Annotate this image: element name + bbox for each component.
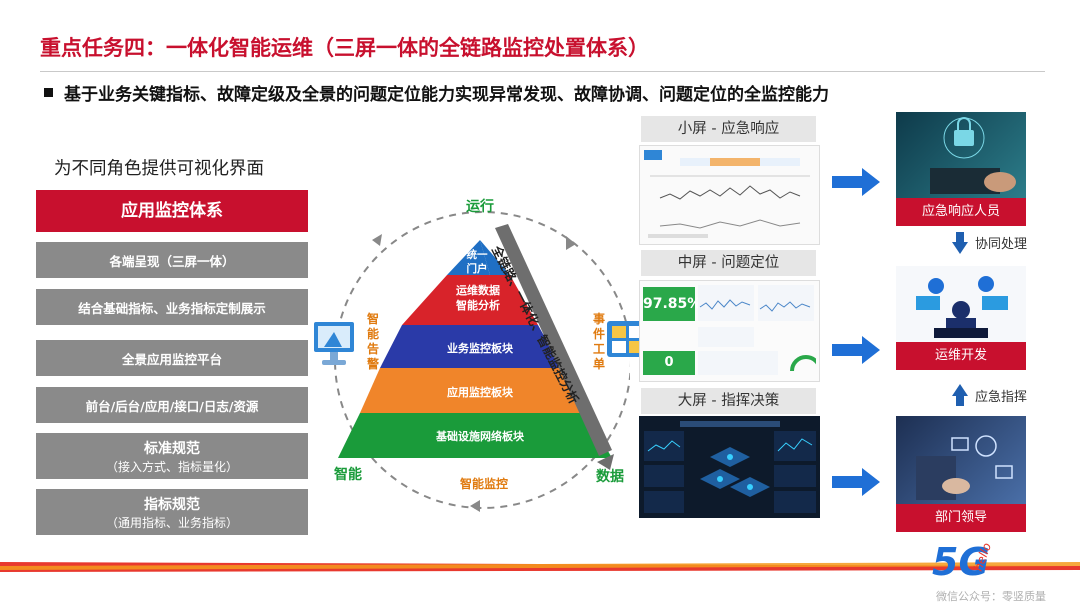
left-item-4: 前台/后台/应用/接口/日志/资源 (36, 387, 308, 423)
pyramid-level-2-line1: 运维数据 (456, 284, 500, 297)
error-count-metric: 0 (643, 351, 695, 375)
cycle-arrow-icon (372, 234, 382, 246)
pyramid-level-4 (360, 368, 586, 413)
subtitle-bullet: 基于业务关键指标、故障定级及全景的问题定位能力实现异常发现、故障协调、问题定位的… (44, 80, 829, 105)
left-item-1: 各端呈现（三屏一体） (36, 242, 308, 278)
left-item-2: 结合基础指标、业务指标定制展示 (36, 289, 308, 325)
pyramid-level-1-label: 统一 门户 (460, 248, 494, 276)
flow-down-label: 协同处理 (975, 237, 1028, 252)
pyramid-level-1-line1: 统一 (466, 249, 488, 261)
left-item-6: 指标规范 （通用指标、业务指标） (36, 489, 308, 535)
middle-screen-charts (698, 285, 816, 375)
bullet-square-icon (44, 88, 53, 97)
label-smart-alarm: 智能告警 (367, 312, 380, 371)
left-caption: 为不同角色提供可视化界面 (54, 159, 264, 179)
pyramid-level-2-right (490, 275, 538, 325)
left-item-3-label: 全景应用监控平台 (121, 351, 222, 367)
bottom-decor-band (0, 562, 1080, 572)
pyramid-level-1 (447, 240, 490, 275)
cycle-arrow-icon (470, 500, 480, 512)
responder-photo (896, 112, 1026, 198)
role-responder: 应急响应人员 (896, 198, 1026, 226)
arrow-right-icon (832, 336, 880, 364)
pyramid-level-1-right (480, 240, 510, 275)
left-item-5-title: 标准规范 (144, 440, 200, 457)
role-leader: 部门领导 (896, 504, 1026, 532)
label-bottom-right: 数据 (596, 469, 624, 485)
pyramid-level-3 (380, 325, 562, 368)
big-screen-title: 大屏 - 指挥决策 (641, 388, 816, 414)
diagonal-band (495, 224, 612, 456)
role-devops: 运维开发 (896, 342, 1026, 370)
arrow-right-icon (832, 168, 880, 196)
pyramid-level-5-label: 基础设施网络板块 (436, 430, 524, 443)
big-screen-panel (639, 416, 820, 518)
left-item-6-sub: （通用指标、业务指标） (105, 515, 238, 530)
availability-metric: 97.85% (643, 287, 701, 321)
cycle-arrow-icon (566, 236, 576, 250)
small-screen-title: 小屏 - 应急响应 (641, 116, 816, 142)
pyramid-level-2 (402, 275, 490, 325)
label-bottom-left: 智能 (334, 467, 362, 483)
left-item-6-title: 指标规范 (144, 496, 200, 513)
pyramid-diagram (334, 211, 630, 512)
arrow-down-icon (952, 232, 968, 254)
label-top: 运行 (466, 199, 494, 215)
label-event-ticket: 事件工单 (593, 312, 606, 371)
left-item-5-sub: （接入方式、指标量化） (105, 459, 238, 474)
pyramid-level-2-line2: 智能分析 (456, 299, 500, 312)
page-title: 重点任务四：一体化智能运维（三屏一体的全链路监控处置体系） (40, 36, 649, 60)
developer-icon (916, 276, 1008, 338)
label-bottom: 智能监控 (460, 477, 509, 491)
leader-photo (896, 416, 1026, 504)
watermark: 微信公众号：零竖质量 (936, 590, 1046, 603)
subtitle-text: 基于业务关键指标、故障定级及全景的问题定位能力实现异常发现、故障协调、问题定位的… (64, 85, 829, 105)
business-icons (916, 435, 1013, 500)
left-item-2-label: 结合基础指标、业务指标定制展示 (78, 300, 266, 316)
left-item-3: 全景应用监控平台 (36, 340, 308, 376)
middle-screen-title: 中屏 - 问题定位 (641, 250, 816, 276)
arrow-up-icon (952, 384, 968, 406)
small-screen-panel (639, 145, 820, 245)
left-item-4-label: 前台/后台/应用/接口/日志/资源 (85, 398, 259, 414)
left-item-5: 标准规范 （接入方式、指标量化） (36, 433, 308, 479)
flow-up-label: 应急指挥 (975, 390, 1028, 405)
monitoring-system-header: 应用监控体系 (36, 190, 308, 232)
pyramid-level-5 (338, 413, 612, 458)
left-item-1-label: 各端呈现（三屏一体） (109, 253, 235, 269)
pyramid-level-4-label: 应用监控板块 (447, 386, 513, 399)
pyramid-level-1-line2: 门户 (466, 263, 488, 275)
pyramid-level-3-label: 业务监控板块 (447, 342, 513, 355)
middle-screen-panel: 97.85% 0 (639, 280, 820, 382)
brand-5g-logo: 5G (932, 540, 990, 584)
pyramid-level-2-label: 运维数据 智能分析 (446, 283, 510, 313)
big-screen-thumbnail (644, 421, 816, 513)
title-divider (40, 71, 1045, 72)
security-lock-icon (930, 117, 1016, 194)
small-screen-thumbnail (644, 150, 810, 238)
devops-illustration (896, 266, 1026, 342)
monitor-icon (314, 322, 354, 365)
arrow-right-icon (832, 468, 880, 496)
diagonal-arrow-icon (597, 454, 614, 470)
